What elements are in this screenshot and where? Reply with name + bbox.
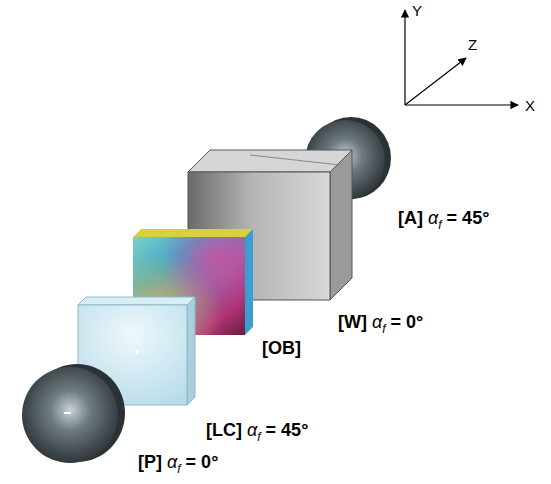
axis-label: X — [525, 97, 535, 115]
component-label: [LC] αf = 45° — [206, 420, 308, 442]
axis-label: Y — [412, 2, 422, 20]
component-label: [OB] — [262, 338, 301, 360]
component-label: [A] αf = 45° — [398, 208, 489, 230]
axis-label: Z — [468, 36, 477, 54]
component-label: [P] αf = 0° — [138, 452, 218, 474]
component-label: [W] αf = 0° — [338, 312, 423, 334]
polarizer-sphere — [22, 364, 125, 463]
axes — [405, 10, 518, 105]
